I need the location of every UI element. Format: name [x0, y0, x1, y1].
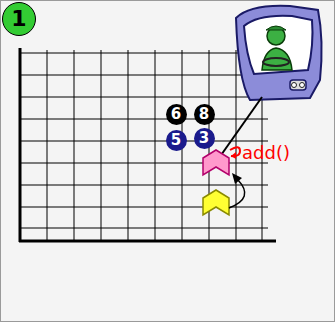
callout-number: 3	[194, 128, 215, 149]
callout-number: 5	[166, 130, 187, 151]
y-axis	[19, 48, 22, 242]
black-curved-arrow	[229, 180, 245, 208]
node-text: 5	[171, 133, 181, 148]
step-number-circle: 1	[2, 2, 36, 36]
yellow-chevron	[203, 190, 229, 215]
node-text: 1	[11, 8, 26, 30]
node-text: 8	[199, 107, 209, 122]
callout-number: 8	[194, 104, 215, 125]
callout-number: 6	[166, 104, 187, 125]
x-axis	[19, 240, 276, 243]
pink-chevron	[203, 150, 229, 175]
bus-driver-clipart	[236, 6, 322, 100]
node-text: 3	[199, 131, 209, 146]
grid	[20, 50, 268, 241]
node-text: 6	[171, 107, 181, 122]
method-label: add()	[242, 142, 290, 163]
